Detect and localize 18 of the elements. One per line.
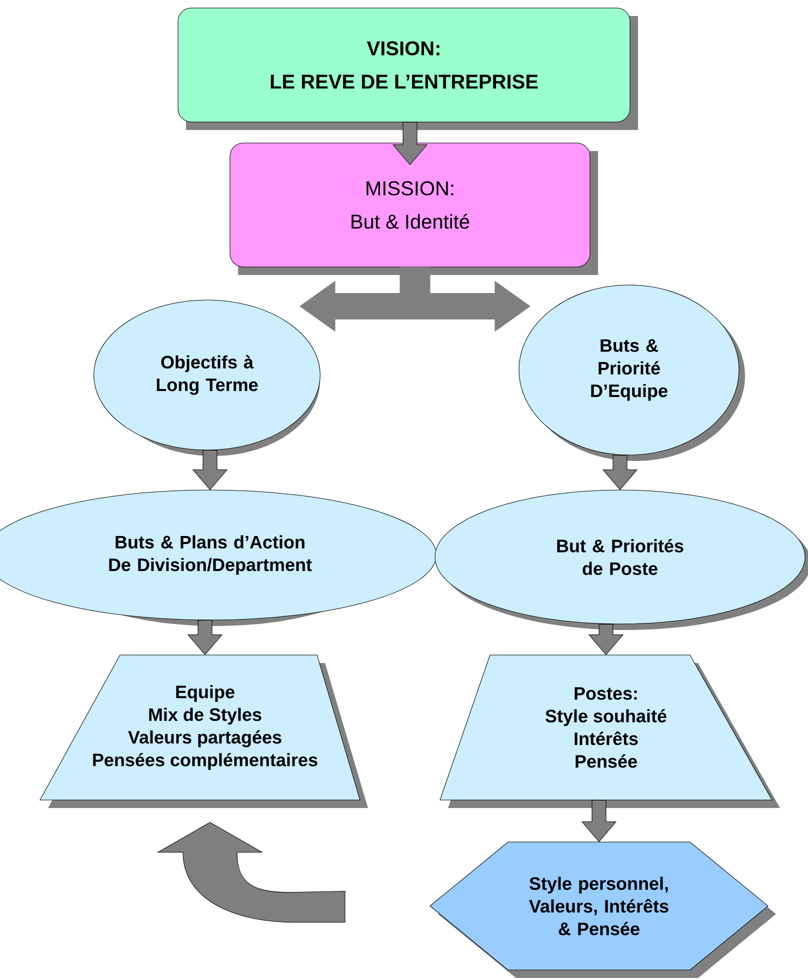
block-arrow — [392, 122, 428, 166]
oval-box: But & Priorités de Poste — [434, 490, 808, 630]
oval-box: Buts & Plans d’Action De Division/Department — [0, 490, 437, 626]
vision-box: VISION: LE REVE DE L’ENTREPRISE — [178, 8, 638, 130]
block-arrow — [187, 620, 223, 656]
trapezoid-box: Equipe Mix de Styles Valeurs partagées Pensées complémentaires — [40, 654, 368, 808]
block-arrow — [300, 267, 416, 332]
block-arrow — [602, 455, 638, 490]
mission-box: MISSION: But & Identité — [230, 142, 598, 275]
block-arrow — [581, 800, 617, 842]
hexagon-box: Style personnel, Valeurs, Intérêts & Pensée — [430, 842, 776, 978]
oval-box: Objectifs à Long Terme — [94, 300, 320, 456]
curved-arrow — [158, 822, 346, 923]
block-arrow — [414, 267, 530, 332]
oval-box: Buts & Priorité D’Equipe — [518, 284, 745, 461]
trapezoid-box: Postes: Style souhaité Intérêts Pensée — [440, 654, 780, 808]
block-arrow — [588, 624, 624, 656]
block-arrow — [192, 450, 228, 490]
